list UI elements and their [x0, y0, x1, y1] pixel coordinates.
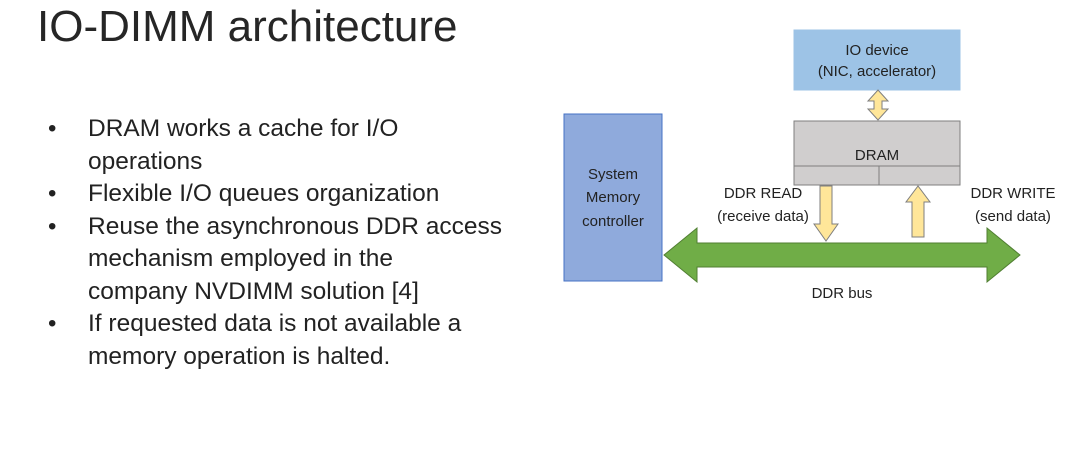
io-device-label-line2: (NIC, accelerator): [818, 63, 936, 80]
bullet-line: If requested data is not available a: [88, 310, 462, 337]
bullet-dot-icon: •: [48, 115, 57, 142]
bullet-item: • DRAM works a cache for I/O operations: [48, 113, 558, 178]
ddr-write-label-line1: DDR WRITE: [971, 185, 1056, 202]
memory-controller-box: [563, 113, 663, 282]
ddr-read-label-line1: DDR READ: [724, 185, 803, 202]
memory-controller-label-line1: System: [588, 166, 638, 183]
ddr-read-label-line2: (receive data): [717, 208, 809, 225]
bullet-dot-icon: •: [48, 180, 57, 207]
dram-label: DRAM: [855, 147, 899, 164]
bullet-item: • Flexible I/O queues organization: [48, 178, 558, 211]
memory-controller-label-line2: Memory: [586, 189, 641, 206]
ddr-bus-arrow: [663, 226, 1021, 284]
bullet-item: • Reuse the asynchronous DDR access mech…: [48, 211, 558, 309]
io-dram-double-arrow: [866, 89, 890, 121]
bullet-dot-icon: •: [48, 212, 57, 240]
memory-controller-label-line3: controller: [582, 213, 644, 230]
bullet-line: DRAM works a cache for I/O: [88, 115, 399, 142]
bullet-line: Flexible I/O queues organization: [88, 180, 440, 207]
ddr-write-arrow: [905, 185, 931, 238]
bullet-line: Reuse the asynchronous DDR access: [88, 212, 502, 240]
bullet-line: memory operation is halted.: [88, 342, 391, 370]
ddr-write-label-line2: (send data): [975, 208, 1051, 225]
bullet-line: company NVDIMM solution [4]: [88, 277, 419, 305]
ddr-read-arrow: [813, 185, 839, 242]
bullet-line: mechanism employed in the: [88, 245, 394, 272]
bullet-line: operations: [88, 147, 203, 175]
bullet-dot-icon: •: [48, 310, 57, 337]
io-device-box: [793, 29, 961, 91]
bullet-item: • If requested data is not available a m…: [48, 308, 558, 373]
io-device-label-line1: IO device: [845, 42, 908, 59]
ddr-bus-label: DDR bus: [812, 285, 873, 302]
page-title: IO-DIMM architecture: [37, 2, 458, 51]
bullet-list: • DRAM works a cache for I/O operations …: [48, 113, 558, 373]
dram-box: [793, 120, 961, 186]
